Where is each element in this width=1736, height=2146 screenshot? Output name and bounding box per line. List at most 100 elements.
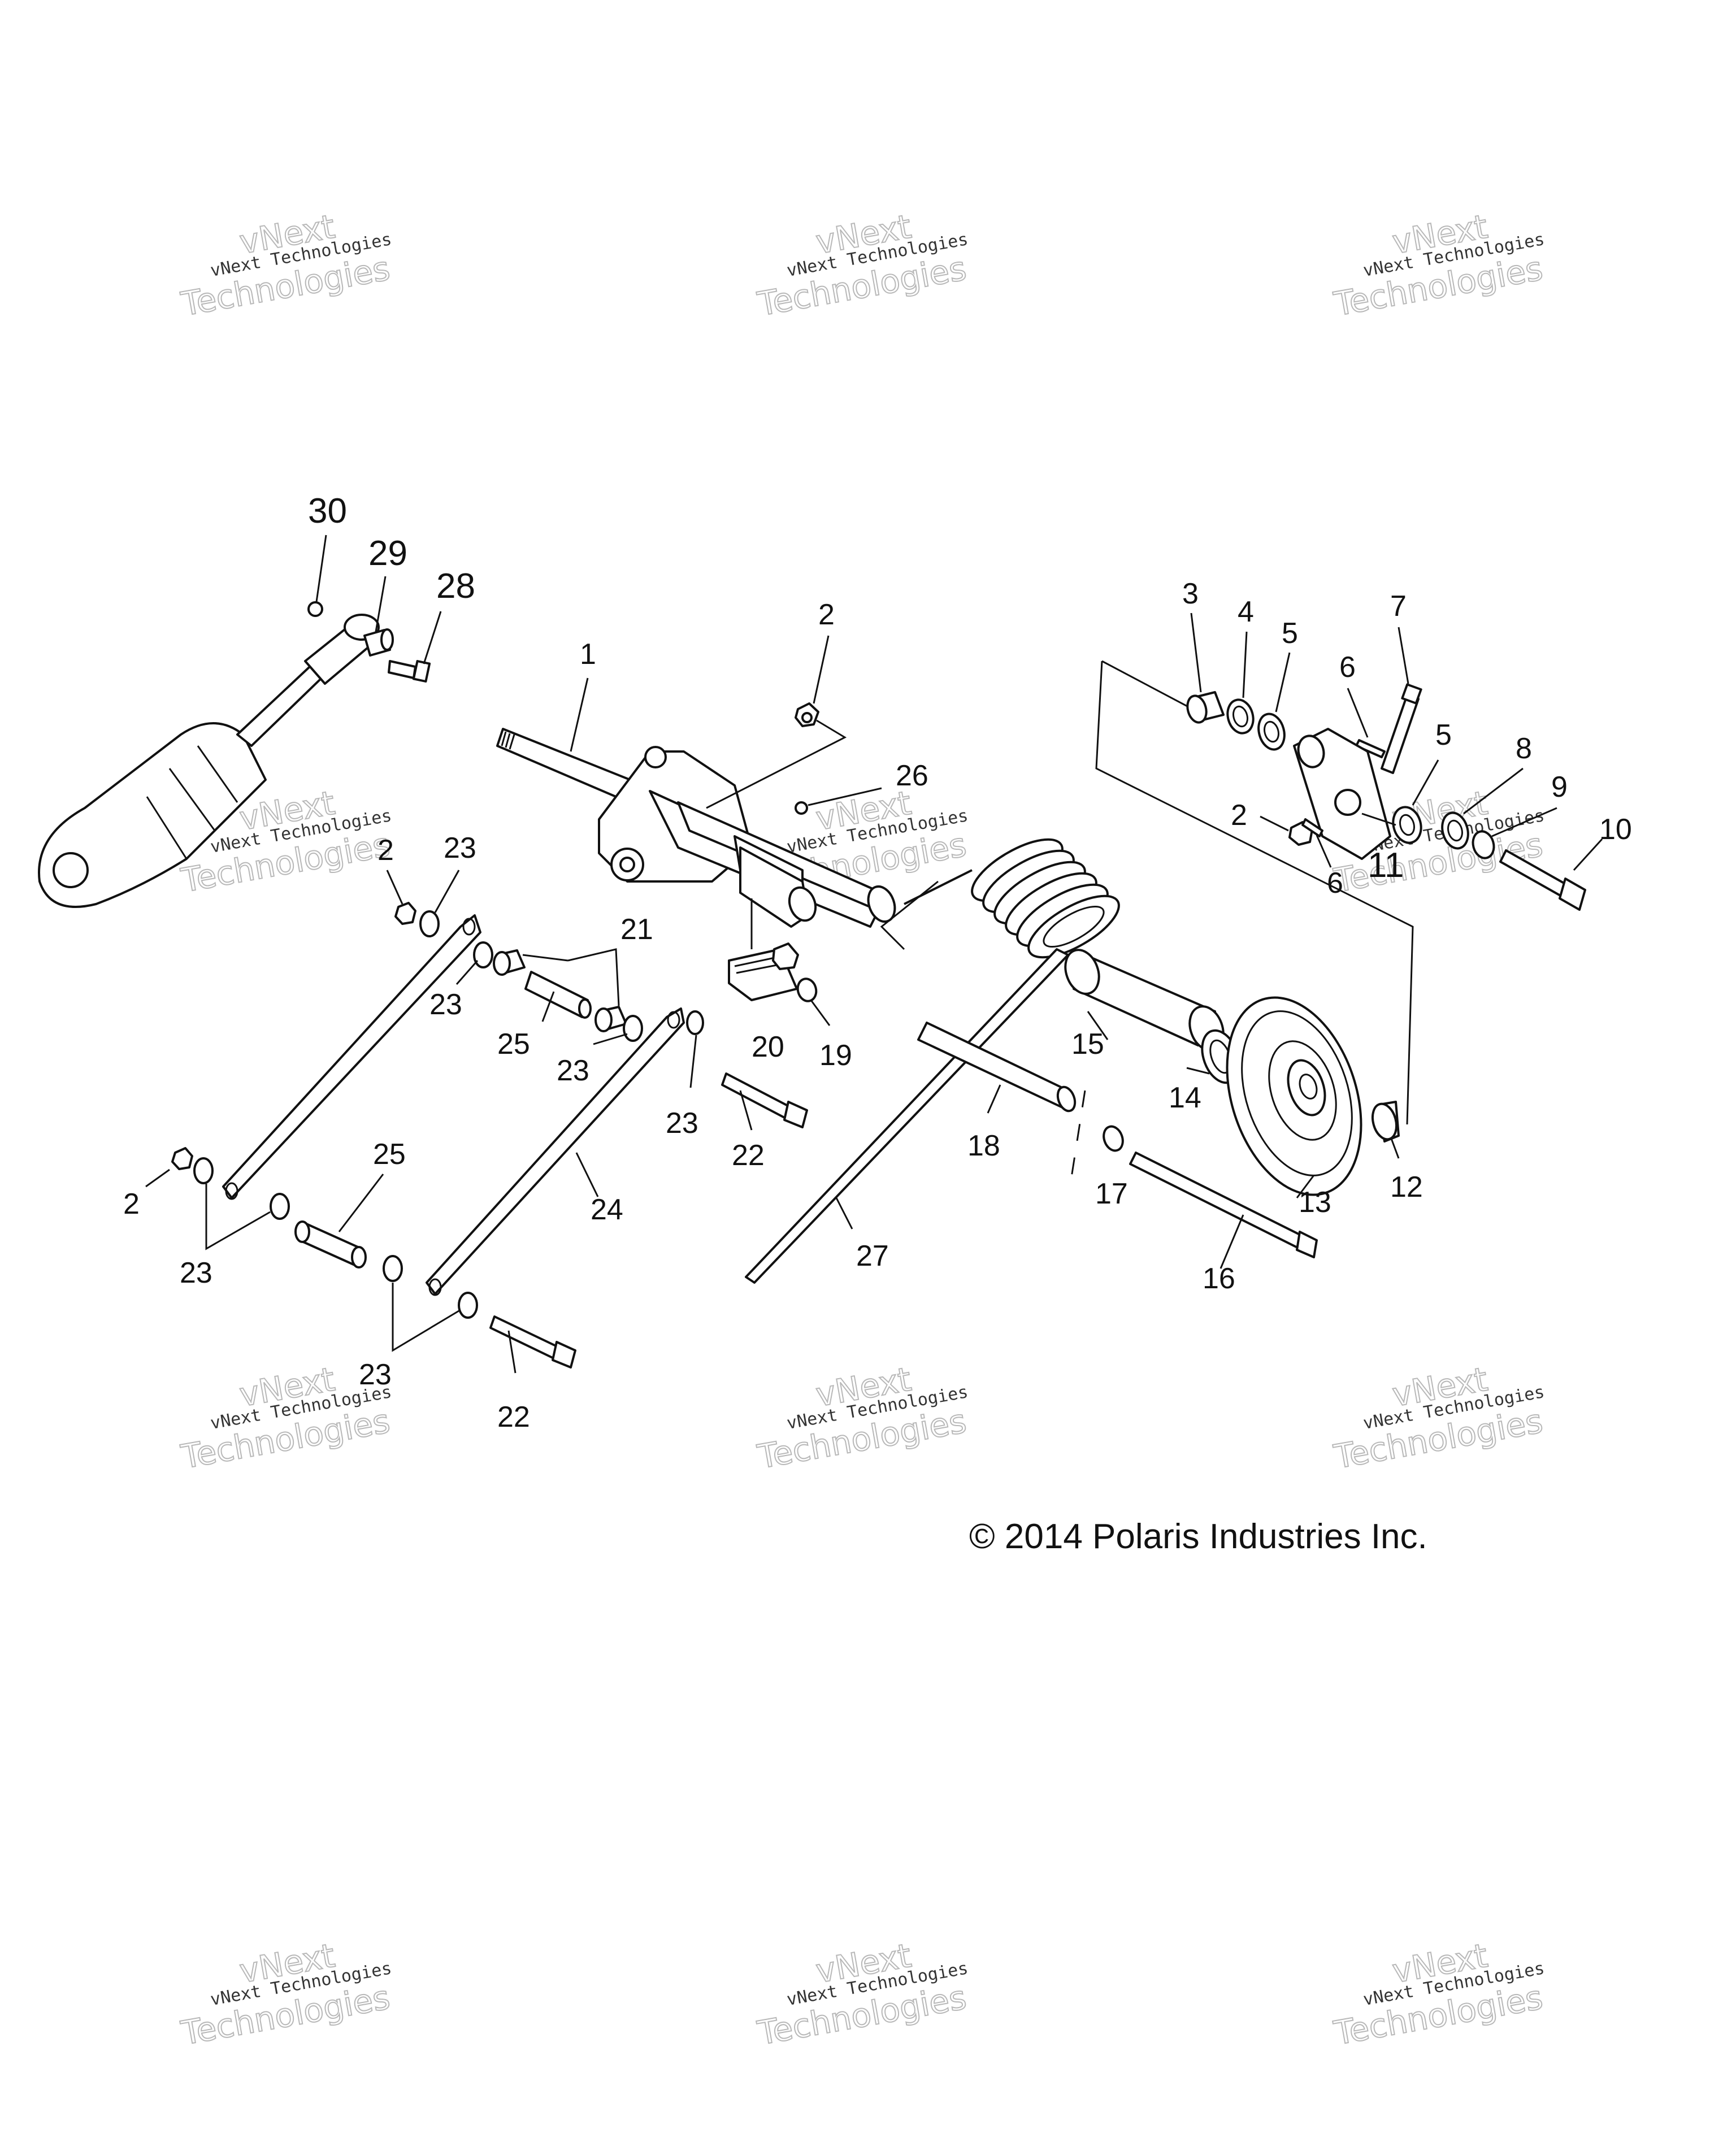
washer-8	[1441, 811, 1469, 850]
leader-7	[1398, 627, 1409, 684]
callout-25-lower: 25	[373, 1138, 406, 1171]
leader-1	[570, 677, 589, 752]
leader-24	[575, 1152, 599, 1197]
leader-4	[1242, 631, 1248, 698]
callout-28: 28	[436, 567, 475, 606]
callout-1: 1	[580, 638, 596, 671]
leader-6-upper	[1347, 688, 1369, 738]
leader-23-topright	[434, 870, 460, 913]
leader-2-left-lower	[145, 1168, 170, 1188]
callout-5-upper: 5	[1282, 617, 1298, 650]
nut-2-left-lower	[171, 1147, 193, 1170]
callout-19: 19	[819, 1039, 852, 1072]
callout-23-center: 23	[557, 1054, 589, 1087]
bushing-3	[1186, 691, 1225, 724]
bolt-22-upper	[721, 1072, 808, 1128]
bearing-5-upper	[1257, 713, 1286, 751]
callout-23-mid: 23	[429, 988, 462, 1021]
callout-8: 8	[1516, 732, 1532, 765]
seal-4	[1226, 698, 1255, 735]
leader-21	[522, 948, 620, 1006]
shock-nut-30	[307, 601, 323, 617]
washer-17	[1103, 1125, 1124, 1152]
callout-18: 18	[967, 1130, 1000, 1162]
callout-17: 17	[1095, 1178, 1128, 1210]
callout-5-lower: 5	[1435, 719, 1452, 751]
leader-22-upper	[739, 1090, 753, 1131]
callout-26: 26	[896, 759, 928, 792]
washer-23-f	[270, 1193, 290, 1220]
leader-22-lower	[507, 1330, 517, 1374]
callout-2-left-upper: 2	[377, 834, 394, 867]
link-arm-lower-24	[426, 1007, 685, 1296]
leader-10	[1573, 838, 1603, 871]
callout-21: 21	[620, 913, 653, 946]
callout-27: 27	[856, 1240, 889, 1272]
copyright-notice: © 2014 Polaris Industries Inc.	[969, 1517, 1427, 1556]
washer-23-h	[458, 1292, 478, 1319]
callout-22-lower: 22	[497, 1401, 530, 1433]
bearing-5-lower	[1392, 806, 1422, 844]
pivot-arm-1	[496, 728, 896, 928]
leader-2-right	[1260, 815, 1289, 832]
leader-23-mid	[455, 960, 479, 985]
washer-23-e	[193, 1157, 214, 1184]
grease-fitting-26	[795, 801, 808, 815]
callout-25-upper: 25	[497, 1028, 530, 1061]
leader-5-lower	[1412, 759, 1439, 806]
callout-23-left: 23	[180, 1257, 212, 1289]
shock-bolt-28	[388, 660, 431, 683]
leader-23-bottom	[392, 1283, 459, 1352]
callout-16: 16	[1203, 1262, 1235, 1295]
adjuster-arm-11	[1293, 728, 1391, 860]
washer-23-a	[419, 910, 440, 937]
callout-29: 29	[368, 534, 407, 573]
callout-14: 14	[1169, 1081, 1201, 1114]
leader-14	[1186, 1067, 1210, 1075]
washer-23-c	[623, 1015, 643, 1042]
idler-wheel-13	[1226, 996, 1362, 1196]
callout-24: 24	[591, 1193, 623, 1226]
callout-3: 3	[1182, 577, 1199, 610]
callout-22-upper: 22	[732, 1139, 765, 1172]
leader-25-lower	[338, 1174, 384, 1232]
callout-20: 20	[752, 1031, 784, 1063]
callout-23-topright: 23	[444, 832, 476, 865]
leader-5-upper	[1275, 652, 1291, 713]
leader-2-left-upper	[386, 870, 403, 905]
bushing-25-lower	[294, 1220, 367, 1269]
leader-26	[808, 787, 882, 806]
leader-19	[810, 1000, 831, 1026]
watermark-bottom-center: vNext vNext Technologies Technologies	[754, 1936, 970, 2053]
leader-3	[1190, 612, 1202, 693]
bushing-21-b	[594, 1006, 627, 1032]
callout-7: 7	[1390, 590, 1407, 623]
callout-23-right: 23	[666, 1107, 698, 1140]
bushing-25-upper	[524, 971, 592, 1019]
block-20	[728, 942, 799, 1001]
nut-9	[1472, 830, 1495, 859]
nut-2-upper	[795, 702, 819, 727]
dashed-leader-17	[1070, 1090, 1086, 1181]
callout-12: 12	[1390, 1171, 1423, 1204]
callout-9: 9	[1551, 771, 1568, 803]
bushing-21-a	[493, 949, 526, 976]
leader-6-lower	[1316, 835, 1332, 868]
watermark-top-left: vNext vNext Technologies Technologies	[177, 207, 393, 324]
leader-18	[987, 1084, 1001, 1114]
callout-30: 30	[308, 492, 347, 531]
leader-29	[375, 576, 387, 632]
leader-30	[315, 535, 327, 602]
leader-15	[1087, 1011, 1109, 1040]
callout-6-upper: 6	[1339, 651, 1356, 684]
callout-2-top: 2	[818, 598, 835, 631]
watermark-lower-center: vNext vNext Technologies Technologies	[754, 1359, 970, 1477]
callout-4: 4	[1238, 596, 1254, 628]
callout-11: 11	[1368, 846, 1404, 885]
watermark-bottom-left: vNext vNext Technologies Technologies	[177, 1936, 393, 2053]
callout-2-right: 2	[1231, 799, 1247, 832]
callout-15: 15	[1071, 1028, 1104, 1061]
leader-25-upper	[541, 991, 555, 1022]
leader-23-left	[205, 1184, 271, 1250]
